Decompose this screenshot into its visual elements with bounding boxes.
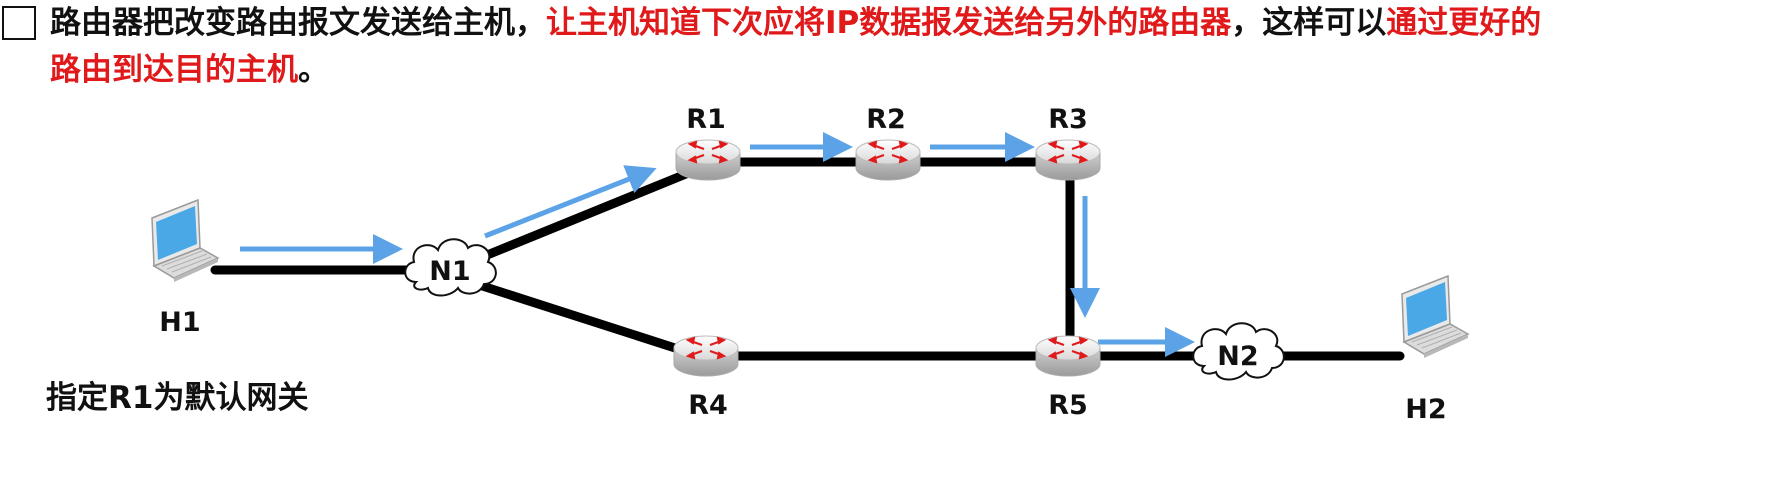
label-r3: R3 [1048, 104, 1088, 135]
label-n1: N1 [429, 256, 470, 287]
statement-seg-2: ，这样可以 [1231, 5, 1387, 41]
path-arrows [240, 132, 1195, 357]
statement-text: 路由器把改变路由报文发送给主机，让主机知道下次应将IP数据报发送给另外的路由器，… [50, 0, 1550, 94]
statement-seg-1-highlight: 让主机知道下次应将IP数据报发送给另外的路由器 [546, 5, 1232, 41]
router-r4-icon [673, 335, 739, 377]
router-r5-icon [1035, 335, 1101, 377]
statement-seg-4: 。 [298, 52, 329, 88]
router-r3-icon [1035, 139, 1101, 181]
laptop-h1-icon [151, 199, 219, 283]
router-r1-icon [675, 139, 741, 181]
label-r4: R4 [688, 390, 728, 421]
statement-seg-0: 路由器把改变路由报文发送给主机， [50, 5, 546, 41]
answer-checkbox[interactable] [2, 6, 36, 40]
links [210, 157, 1405, 363]
link-n1-r4 [465, 277, 711, 363]
router-r2-icon [855, 139, 921, 181]
laptop-h2-icon [1401, 275, 1469, 359]
label-r2: R2 [866, 104, 906, 135]
statement-seg-3-highlight: 通过更好的路由到达目的主机 [50, 5, 1542, 88]
label-n2: N2 [1217, 341, 1258, 372]
default-gateway-note: 指定R1为默认网关 [46, 380, 309, 416]
arrow-n1-r1 [484, 165, 657, 239]
label-h1: H1 [159, 307, 200, 338]
label-h2: H2 [1405, 394, 1446, 425]
link-n1-r1 [465, 160, 713, 267]
label-r5: R5 [1048, 390, 1088, 421]
label-r1: R1 [686, 104, 726, 135]
